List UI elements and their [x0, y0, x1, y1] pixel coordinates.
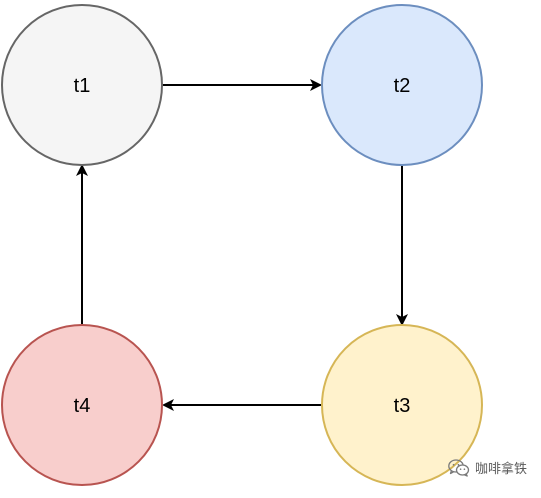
watermark: 咖啡拿铁	[448, 458, 527, 477]
node-t3: t3	[321, 324, 483, 486]
node-t4-label: t4	[74, 395, 91, 417]
node-t2: t2	[321, 4, 483, 166]
node-t2-label: t2	[394, 75, 411, 97]
node-t3-label: t3	[394, 395, 411, 417]
wechat-icon	[448, 458, 470, 477]
node-t4: t4	[1, 324, 163, 486]
node-t1-label: t1	[74, 75, 91, 97]
watermark-text: 咖啡拿铁	[474, 462, 527, 477]
node-t1: t1	[1, 4, 163, 166]
